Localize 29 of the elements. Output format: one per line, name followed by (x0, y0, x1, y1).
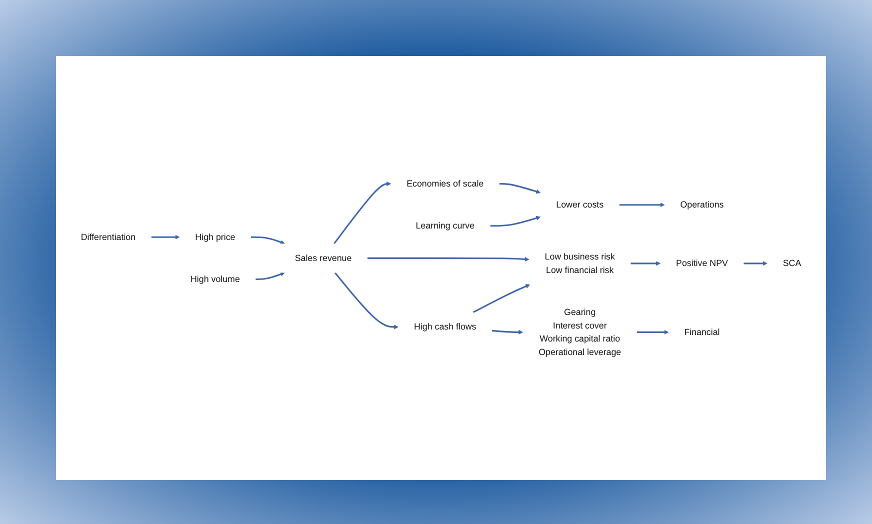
arrow (636, 330, 669, 334)
arrow (490, 216, 541, 227)
node-text: High price (195, 232, 236, 242)
node-text: Differentiation (80, 232, 136, 242)
arrow (499, 183, 541, 194)
node-text: Low business risk Low financial risk (544, 252, 615, 275)
node-text: Gearing Interest cover Working capital ratio Operational leverage (538, 307, 622, 358)
node-text: Sales revenue (294, 253, 352, 264)
arrow (250, 236, 285, 244)
arrow (492, 330, 524, 334)
node-text: Operations (680, 200, 724, 210)
node-text: Lower costs (556, 200, 604, 210)
node-text: Positive NPV (676, 258, 728, 268)
arrow (367, 256, 530, 262)
arrow (744, 261, 768, 266)
arrow (256, 272, 285, 280)
arrow (619, 202, 665, 208)
node-text: SCA (782, 258, 802, 268)
card-background: Differentiation High price High volume Sales revenue Economies of scale Learning curve Lower costs Operations Low business risk Low financial risk Positive NPV SCA High cash flows Gearing Interest cover Working capital ratio Operational leverage Financial (56, 56, 826, 480)
node-text: High volume (190, 274, 240, 284)
node-text: Financial (684, 327, 720, 338)
node-text: High cash flows (414, 322, 476, 332)
arrow (334, 182, 392, 244)
node-text: Learning curve (416, 220, 475, 231)
arrow (630, 261, 661, 266)
arrow (151, 234, 180, 240)
arrow (472, 284, 530, 314)
arrow (334, 272, 398, 330)
node-text: Economies of scale (406, 178, 484, 189)
